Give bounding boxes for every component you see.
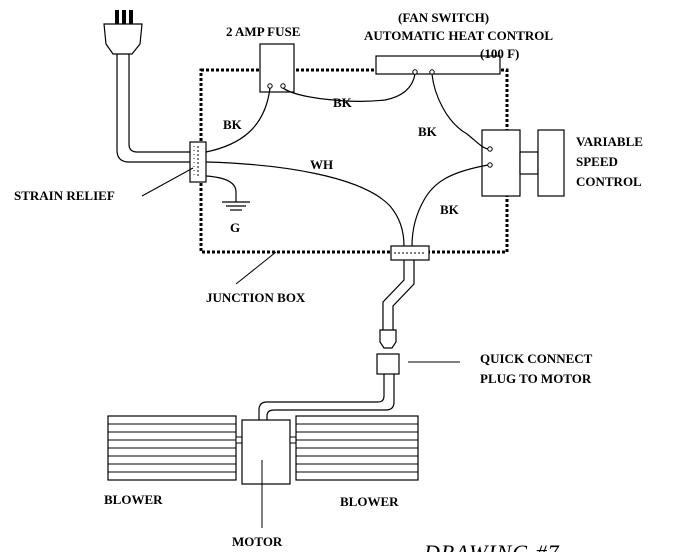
quick-connect [376, 353, 400, 375]
wire-strain-to-fuse [205, 87, 271, 153]
temperature-label: (100 F) [480, 46, 519, 61]
junction-box-outline [199, 68, 509, 254]
wire-fuse-to-heat [282, 73, 416, 102]
fan-switch-label: (FAN SWITCH) [398, 10, 489, 25]
wire-label-bk-top: BK [333, 95, 353, 110]
power-cord [116, 54, 190, 163]
wire-label-bk-left: BK [223, 117, 243, 132]
blower-label-left: BLOWER [104, 492, 163, 507]
speed-label: SPEED [576, 154, 618, 169]
strain-relief-label: STRAIN RELIEF [14, 188, 115, 203]
control-label: CONTROL [576, 174, 642, 189]
heat-control [375, 55, 501, 75]
strain-relief-leader [141, 167, 194, 197]
wire-label-wh: WH [310, 157, 333, 172]
motor-label: MOTOR [232, 534, 283, 549]
blower-right [289, 415, 419, 481]
wire-label-bk-right: BK [418, 124, 438, 139]
quick-connect-label-1: QUICK CONNECT [480, 351, 593, 366]
power-plug [103, 10, 143, 55]
strain-relief [189, 141, 207, 183]
junction-box-leader [235, 251, 277, 285]
ground-symbol [205, 175, 250, 211]
bottom-connector [390, 245, 430, 261]
drawing-title: DRAWING #7 [423, 540, 560, 552]
fuse [259, 43, 295, 93]
heat-control-label: AUTOMATIC HEAT CONTROL [364, 28, 553, 43]
motor-cable-top [382, 260, 415, 330]
junction-box-label: JUNCTION BOX [206, 290, 306, 305]
cable-plug [379, 329, 397, 349]
ground-label: G [230, 220, 240, 235]
wire-label-bk-lower: BK [440, 202, 460, 217]
blower-label-right: BLOWER [340, 494, 399, 509]
blower-left [107, 415, 243, 481]
variable-speed-control [481, 129, 565, 197]
wire-speed-to-bottom [411, 164, 489, 247]
variable-label: VARIABLE [576, 134, 643, 149]
wire-white [205, 161, 405, 247]
quick-connect-label-2: PLUG TO MOTOR [480, 371, 592, 386]
wires [205, 73, 489, 247]
fuse-label: 2 AMP FUSE [226, 24, 300, 39]
motor-cable-bottom [258, 374, 395, 420]
wire-heat-to-speed [431, 73, 489, 150]
motor-housing [241, 419, 291, 485]
